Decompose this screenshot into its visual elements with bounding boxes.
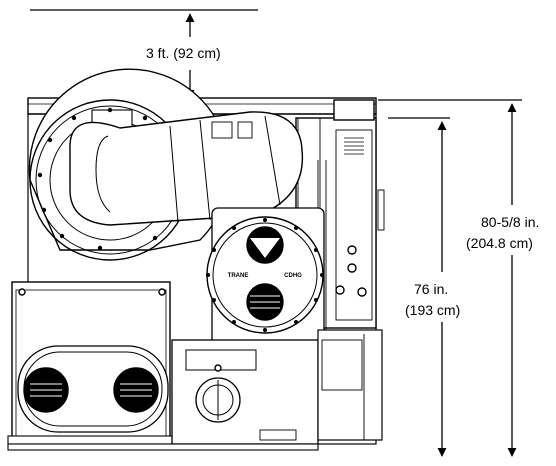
- inner-height-label-line2: (193 cm): [405, 302, 461, 318]
- shell-bolts: [206, 218, 324, 332]
- outer-height-label-line1: 80-5/8 in.: [481, 214, 540, 230]
- base-rail: [7, 443, 319, 451]
- outer-height-label-line2: (204.8 cm): [466, 235, 533, 251]
- nameplate-model: CDHG: [284, 273, 302, 279]
- inner-height-label-line1: 76 in.: [414, 281, 449, 297]
- chiller-unit: TRANE CDHG: [7, 68, 385, 451]
- panel-top-box: [333, 99, 375, 121]
- lower-port-grid: [250, 295, 280, 309]
- height-dimensions: [378, 99, 522, 457]
- evaporator-box: [7, 281, 173, 445]
- front-panel: [171, 339, 319, 445]
- panel-vents: [344, 137, 364, 155]
- condenser-shell: TRANE CDHG: [206, 207, 325, 349]
- clearance-label: 3 ft. (92 cm): [146, 45, 221, 61]
- nameplate-brand: TRANE: [228, 273, 249, 279]
- lower-cabinet: [317, 329, 383, 441]
- suction-elbow: [69, 111, 304, 226]
